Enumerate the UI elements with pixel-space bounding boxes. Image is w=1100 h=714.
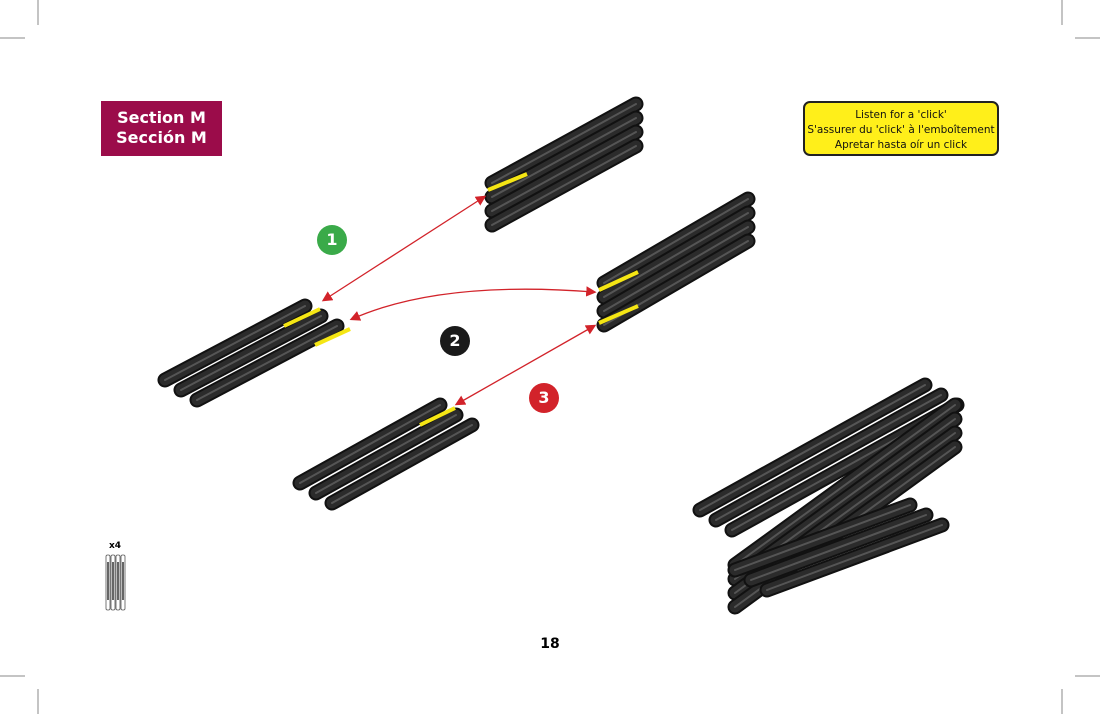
plank — [157, 298, 313, 388]
plank — [189, 318, 345, 408]
plank — [727, 497, 918, 578]
plank — [596, 205, 756, 305]
arrow-step-1 — [321, 195, 487, 302]
click-highlights — [283, 172, 639, 427]
plank — [484, 96, 644, 191]
plank — [173, 308, 329, 398]
step-2-badge: 2 — [440, 326, 470, 356]
note-en: Listen for a 'click' — [855, 109, 947, 121]
step-3-badge: 3 — [529, 383, 559, 413]
plank — [292, 397, 448, 491]
plank — [484, 138, 644, 233]
note-es: Apretar hasta oír un click — [834, 139, 968, 151]
plank — [759, 517, 950, 598]
section-title-box: Section M Sección M — [101, 101, 222, 156]
arrow-step-2 — [349, 286, 597, 321]
page-number: 18 — [540, 636, 560, 652]
part-quantity: x4 — [109, 541, 122, 551]
plank — [596, 191, 756, 291]
plank — [692, 377, 933, 518]
plank — [727, 397, 963, 573]
plank — [743, 507, 934, 588]
note-fr: S'assurer du 'click' à l'emboîtement — [807, 124, 995, 136]
section-title-en: Section M — [117, 108, 206, 127]
section-title-es: Sección M — [116, 128, 207, 147]
click-note-box: Listen for a 'click' S'assurer du 'click… — [803, 101, 999, 156]
part-thumbnail-icon — [105, 554, 126, 611]
plank — [308, 407, 464, 501]
plank — [596, 219, 756, 319]
plank — [484, 124, 644, 219]
step-1-badge: 1 — [317, 225, 347, 255]
plank — [484, 110, 644, 205]
arrow-step-3 — [454, 324, 597, 406]
plank — [324, 417, 480, 511]
plank — [708, 387, 949, 528]
